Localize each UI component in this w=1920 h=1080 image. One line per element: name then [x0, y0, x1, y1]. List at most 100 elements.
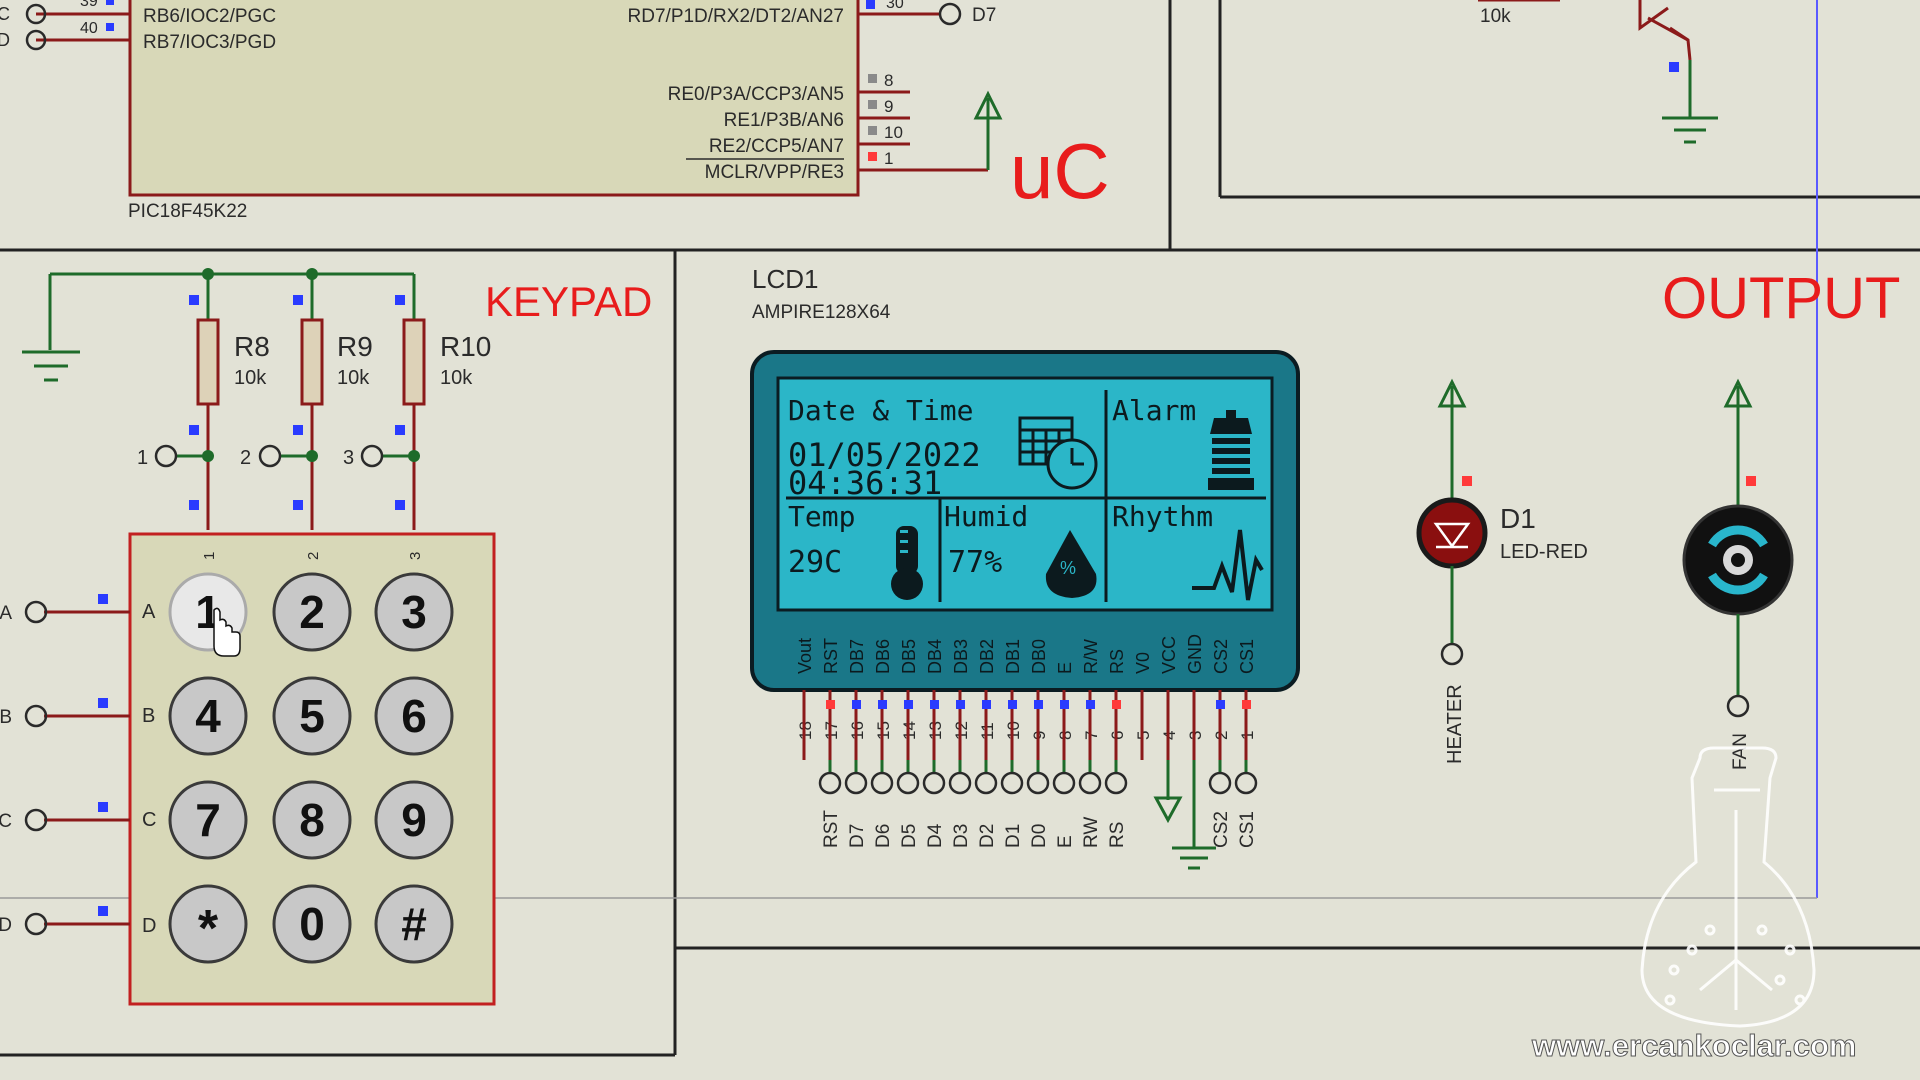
ground-icon-keypad [22, 350, 80, 382]
lcd-part: AMPIRE128X64 [752, 302, 891, 323]
humidity-drop-icon: % [1045, 530, 1097, 598]
led-d1[interactable]: D1 LED-RED HEATER [1416, 378, 1588, 764]
watermark-logo [1640, 746, 1816, 1028]
svg-text:0: 0 [299, 898, 325, 950]
mcu-pin-re0: RE0/P3A/CCP3/AN5 [668, 84, 844, 105]
lcd-pin-label: DB1 [1003, 639, 1023, 674]
lcd-net-label: D1 [1003, 824, 1024, 848]
svg-text:3: 3 [401, 586, 427, 638]
bell-icon [1208, 410, 1254, 490]
lcd-net-label: RS [1107, 822, 1128, 848]
calendar-clock-icon [1018, 416, 1098, 490]
lcd-time: 04:36:31 [788, 464, 942, 502]
lcd-net-label: D6 [873, 824, 894, 848]
resistor-r9[interactable]: R9 10k [293, 274, 373, 530]
row-net-a: A [0, 603, 12, 624]
fan-motor[interactable]: FAN [1682, 378, 1794, 770]
pin-num-8: 8 [884, 71, 893, 90]
mcu-chip[interactable]: PIC18F45K22 RB6/IOC2/PGC RB7/IOC3/PGD RD… [128, 0, 860, 222]
row-net-c: C [0, 811, 12, 832]
keypad-row-c: C [142, 809, 156, 831]
led-name: D1 [1500, 503, 1536, 534]
col-terminal-1: 1 [137, 447, 148, 469]
key-3[interactable]: 3 [374, 572, 454, 652]
lcd-pin-label: Vout [795, 638, 815, 674]
lcd-humid-value: 77% [948, 545, 1002, 580]
watermark-text: www.ercankoclar.com [1531, 1028, 1857, 1063]
lcd-net-label: D7 [847, 824, 868, 848]
svg-text:*: * [198, 900, 219, 958]
lcd-temp-label: Temp [788, 500, 855, 533]
resistor-r9-value: 10k [337, 367, 370, 389]
lcd-pin-label: CS2 [1211, 639, 1231, 674]
svg-text:4: 4 [195, 690, 221, 742]
lcd-pin-label: DB0 [1029, 639, 1049, 674]
key-5[interactable]: 5 [272, 676, 352, 756]
lcd-module[interactable]: Date & Time 01/05/2022 04:36:31 Alarm Te… [750, 350, 1300, 692]
lcd-alarm-label: Alarm [1112, 394, 1196, 427]
svg-text:6: 6 [401, 690, 427, 742]
pin-num-30: 30 [886, 0, 904, 12]
fan-label: FAN [1730, 733, 1751, 770]
keypad-col-pin-1: 1 [201, 552, 218, 560]
lcd-net-label: RW [1081, 817, 1102, 848]
key-9[interactable]: 9 [374, 780, 454, 860]
mcu-right-pins: D7 30 8 9 10 1 [858, 0, 1003, 172]
heartbeat-icon [1192, 529, 1264, 601]
mcu-pin-re1: RE1/P3B/AN6 [724, 110, 844, 131]
lcd-date: 01/05/2022 [788, 436, 981, 474]
heater-label: HEATER [1444, 684, 1466, 764]
resistor-r8-value: 10k [234, 367, 267, 389]
lcd-pin-label: GND [1185, 634, 1205, 674]
vcc-arrow-fan-icon [1723, 378, 1753, 408]
key-7[interactable]: 7 [168, 780, 248, 860]
lcd-pin-label: DB4 [925, 639, 945, 674]
pin-num-10: 10 [884, 123, 903, 142]
row-net-d: D [0, 915, 12, 936]
svg-text:2: 2 [299, 586, 325, 638]
col-terminal-2: 2 [240, 447, 251, 469]
lcd-net-label: D3 [951, 824, 972, 848]
pin-num-1: 1 [884, 149, 893, 168]
mcu-left-pins: C D 39 40 [0, 0, 130, 51]
ground-icon-top [1662, 116, 1718, 144]
keypad-col-pin-3: 3 [407, 552, 424, 560]
key-2[interactable]: 2 [272, 572, 352, 652]
resistor-r8[interactable]: R8 10k [189, 274, 270, 530]
lcd-pin-label: RS [1107, 649, 1127, 674]
svg-text:7: 7 [195, 794, 221, 846]
mcu-pin-rb7: RB7/IOC3/PGD [143, 32, 276, 53]
lcd-pin-label: DB3 [951, 639, 971, 674]
lcd-net-label: CS1 [1237, 811, 1258, 848]
key-8[interactable]: 8 [272, 780, 352, 860]
col-terminal-3: 3 [343, 447, 354, 469]
keypad-row-a: A [142, 601, 156, 623]
key-star[interactable]: * [168, 884, 248, 964]
top-right-fragment: 10k [1478, 0, 1718, 144]
resistor-r8-name: R8 [234, 331, 270, 362]
net-label-d: D [0, 30, 10, 50]
lcd-humid-label: Humid [944, 500, 1028, 533]
pin-num-9: 9 [884, 97, 893, 116]
key-0[interactable]: 0 [272, 884, 352, 964]
led-part: LED-RED [1500, 541, 1588, 563]
row-terminals: A B C D [0, 594, 130, 936]
key-hash[interactable]: # [374, 884, 454, 964]
lcd-pin-label: E [1055, 662, 1075, 674]
mcu-pin-re2: RE2/CCP5/AN7 [709, 136, 844, 157]
svg-text:8: 8 [299, 794, 325, 846]
keypad-row-b: B [142, 705, 155, 727]
resistor-r10[interactable]: R10 10k [395, 274, 491, 530]
key-4[interactable]: 4 [168, 676, 248, 756]
key-6[interactable]: 6 [374, 676, 454, 756]
keypad-row-d: D [142, 915, 156, 937]
vcc-arrow-icon [973, 90, 1003, 120]
lcd-name: LCD1 [752, 264, 818, 294]
hand-cursor-icon [213, 607, 241, 657]
lcd-pin-label: VCC [1159, 636, 1179, 674]
resistor-r9-name: R9 [337, 331, 373, 362]
keypad-col-pin-2: 2 [305, 552, 322, 560]
vcc-arrow-led-icon [1437, 378, 1467, 408]
resistor-value-top: 10k [1480, 6, 1511, 27]
